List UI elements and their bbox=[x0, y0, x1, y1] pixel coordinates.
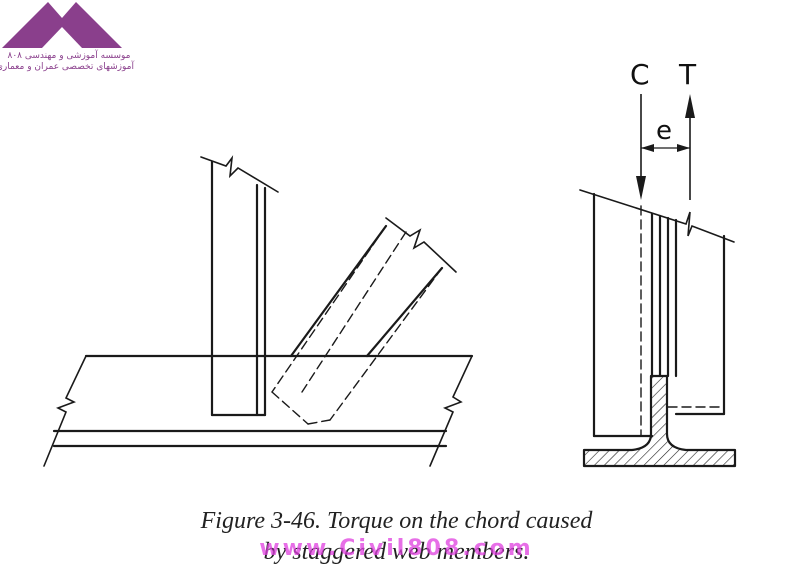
chord-right-break bbox=[429, 355, 473, 467]
compression-label: C bbox=[630, 58, 650, 91]
caption-line-1: Figure 3-46. Torque on the chord caused bbox=[200, 508, 593, 534]
chord-elevation bbox=[43, 155, 474, 467]
diagonal-web-member bbox=[271, 217, 457, 425]
eccentricity-label: e bbox=[656, 116, 672, 146]
tee-chord-section bbox=[582, 374, 737, 468]
logo-text-line1: موسسه آموزشی و مهندسی ۸۰۸ bbox=[7, 51, 131, 61]
force-annotations bbox=[636, 94, 695, 200]
compression-arrowhead bbox=[636, 176, 646, 200]
figure-caption: Figure 3-46. Torque on the chord caused … bbox=[0, 506, 793, 568]
logo-text-line2: آموزشهای تخصصی عمران و معماری bbox=[0, 62, 134, 72]
tension-arrowhead bbox=[685, 94, 695, 118]
vertical-web-member bbox=[200, 155, 279, 417]
chord-left-break bbox=[43, 355, 87, 467]
chord-section bbox=[579, 189, 735, 438]
caption-line-2: by staggered web members. bbox=[263, 539, 530, 565]
section-cut-line bbox=[579, 189, 735, 243]
logo-mark bbox=[2, 2, 122, 48]
tension-label: T bbox=[679, 58, 697, 91]
watermark-text: www.Civil808.com bbox=[259, 536, 534, 561]
